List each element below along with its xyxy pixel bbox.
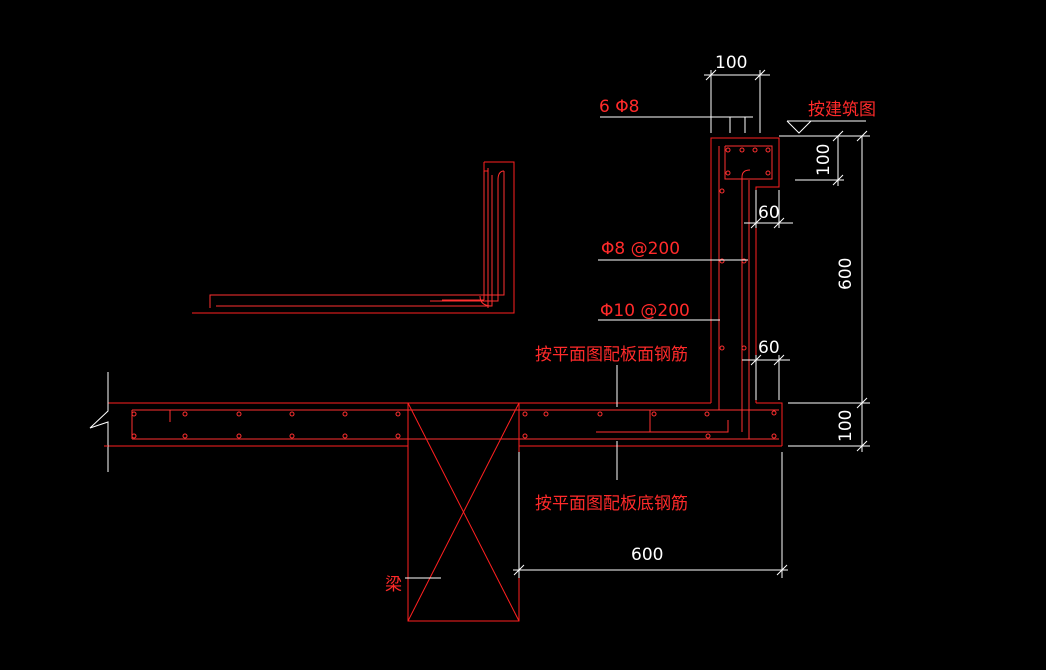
dim-top-cap-height: 100 — [814, 144, 834, 176]
label-wall-bar: Φ10 @200 — [600, 301, 690, 321]
label-top-bars: 6 Φ8 — [599, 97, 639, 117]
label-stirrup: Φ8 @200 — [601, 239, 680, 259]
label-slab-top-rebar: 按平面图配板面钢筋 — [535, 345, 688, 365]
label-architecture-ref: 按建筑图 — [808, 100, 876, 120]
rebar-bend-detail — [192, 161, 515, 314]
dim-upper-offset: 60 — [758, 203, 780, 223]
label-beam: 梁 — [385, 575, 402, 595]
rebar-dots — [131, 147, 777, 439]
slab-section — [89, 137, 783, 472]
dimension-lines — [405, 69, 870, 579]
dim-overhang-length: 600 — [631, 545, 663, 565]
annotations: 100 6 Φ8 按建筑图 100 60 Φ8 @200 600 Φ10 @20… — [385, 53, 876, 595]
label-slab-bottom-rebar: 按平面图配板底钢筋 — [535, 494, 688, 514]
dim-top-width: 100 — [715, 53, 747, 73]
dim-lower-offset: 60 — [758, 338, 780, 358]
beam-section — [407, 402, 520, 622]
dim-slab-thickness: 100 — [836, 410, 856, 442]
dim-wall-height: 600 — [836, 258, 856, 290]
